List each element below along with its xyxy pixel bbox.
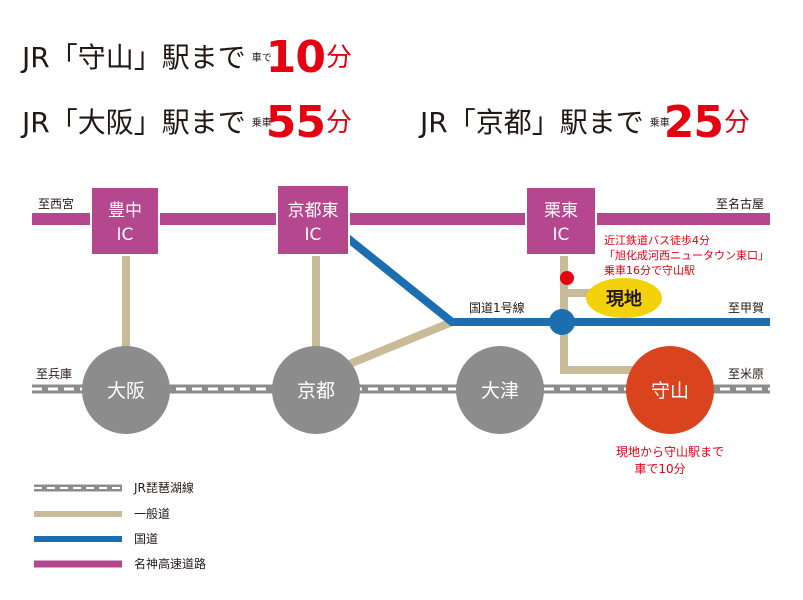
- access-mode: 車で: [251, 52, 272, 64]
- ic-name: 栗東: [544, 201, 578, 221]
- access-row-kyoto: JR「京都」駅まで乗車25分: [420, 101, 750, 145]
- access-mode: 乗車: [649, 117, 670, 129]
- ic-name: 京都東: [288, 201, 339, 221]
- ic-suffix: IC: [117, 225, 134, 245]
- bus-note-line: 「旭化成河西ニュータウン東口」: [604, 248, 769, 262]
- station-name: 京都: [297, 380, 335, 402]
- legend-label: 一般道: [134, 506, 170, 521]
- legend-item-local-road: 一般道: [34, 506, 170, 521]
- legend-label: 名神高速道路: [134, 556, 206, 571]
- legend-label: 国道: [134, 532, 158, 546]
- bus-note-line: 乗車16分で守山駅: [604, 263, 695, 277]
- access-row-moriyama: JR「守山」駅まで車で10分: [22, 36, 352, 80]
- legend: JR琵琶湖線 一般道 国道 名神高速道路: [34, 480, 206, 571]
- access-minutes: 55: [265, 97, 326, 148]
- label-rail-east: 至米原: [728, 367, 764, 381]
- station-osaka: 大阪: [82, 346, 170, 434]
- station-name: 大津: [481, 380, 519, 402]
- access-row-osaka: JR「大阪」駅まで乗車55分: [22, 101, 352, 145]
- site-marker: 現地: [586, 278, 662, 318]
- label-rail-west: 至兵庫: [36, 367, 72, 381]
- ic-toyonaka: 豊中 IC: [90, 186, 160, 256]
- legend-item-jr: JR琵琶湖線: [34, 480, 194, 495]
- route1-junction-dot: [549, 309, 575, 335]
- label-route1-east: 至甲賀: [728, 301, 764, 315]
- access-mode: 乗車: [251, 117, 272, 129]
- ic-name: 豊中: [108, 201, 142, 221]
- label-expressway-west: 至西宮: [38, 196, 74, 211]
- car-note-line: 現地から守山駅まで: [616, 445, 724, 459]
- access-unit: 分: [723, 108, 750, 138]
- access-minutes: 10: [265, 32, 326, 83]
- bus-note: 近江鉄道バス徒歩4分 「旭化成河西ニュータウン東口」 乗車16分で守山駅: [604, 233, 769, 277]
- national-route-1: [342, 232, 770, 326]
- label-expressway-east: 至名古屋: [716, 196, 764, 211]
- station-moriyama: 守山: [626, 346, 714, 434]
- legend-item-expressway: 名神高速道路: [34, 556, 206, 571]
- access-unit: 分: [325, 108, 352, 138]
- access-destination: JR「守山」駅まで: [22, 41, 246, 74]
- station-kyoto: 京都: [272, 346, 360, 434]
- legend-item-national-road: 国道: [34, 532, 158, 546]
- ic-suffix: IC: [305, 225, 322, 245]
- ic-kyoto-higashi: 京都東 IC: [276, 184, 350, 256]
- station-name: 大阪: [107, 380, 145, 402]
- access-minutes: 25: [663, 97, 724, 148]
- access-unit: 分: [325, 43, 352, 73]
- bus-note-line: 近江鉄道バス徒歩4分: [604, 233, 710, 247]
- access-destination: JR「京都」駅まで: [420, 106, 644, 139]
- label-route1: 国道1号線: [469, 300, 525, 315]
- access-destination: JR「大阪」駅まで: [22, 106, 246, 139]
- ic-suffix: IC: [553, 225, 570, 245]
- car-note-line: 車で10分: [634, 462, 685, 476]
- bus-stop-dot: [560, 271, 574, 285]
- station-otsu: 大津: [456, 346, 544, 434]
- legend-label: JR琵琶湖線: [133, 480, 194, 495]
- station-name: 守山: [651, 380, 689, 402]
- site-label: 現地: [606, 288, 642, 310]
- car-note: 現地から守山駅まで 車で10分: [616, 445, 724, 476]
- ic-ritto: 栗東 IC: [525, 186, 597, 256]
